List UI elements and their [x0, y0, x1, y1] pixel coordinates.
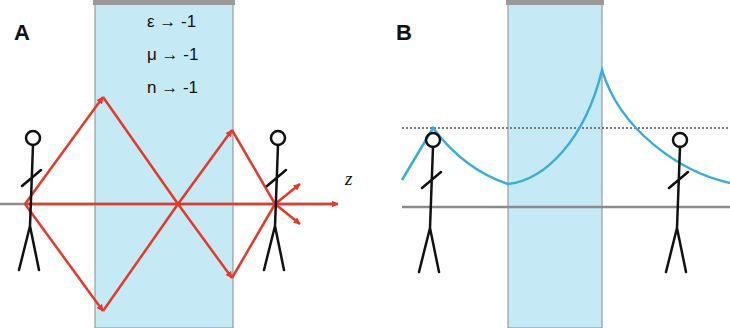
- stick-figure: [419, 133, 441, 272]
- stick-figure: [264, 131, 286, 270]
- light-rays: [25, 97, 338, 311]
- optical-axis: [0, 203, 338, 206]
- ray-segment: [232, 130, 300, 204]
- material-parameter: n → -1: [147, 78, 233, 98]
- slab-layer: [93, 0, 235, 328]
- axial-ray: [25, 203, 338, 206]
- panel-letter: B: [396, 20, 412, 46]
- stick-figures: [19, 131, 688, 272]
- slab-top-edge: [93, 0, 235, 5]
- axis-name: z: [345, 168, 352, 190]
- lens-slab-fill: [95, 0, 233, 328]
- dotted-level: [402, 127, 730, 129]
- stick-figure: [19, 131, 41, 270]
- material-parameter: μ → -1: [147, 45, 233, 65]
- panel-letter: A: [14, 20, 30, 46]
- slab-top-edge: [506, 0, 604, 5]
- ray-segment: [103, 204, 232, 311]
- ray-segment: [103, 97, 232, 204]
- lens-slab: ε → -1 μ → -1 n → -1: [95, 0, 233, 328]
- stick-figure: [666, 133, 688, 272]
- axis-line: [402, 206, 730, 209]
- ray-segment: [25, 97, 103, 204]
- wave-amplitude-curve: [402, 70, 730, 184]
- lens-slab: [508, 0, 602, 328]
- material-parameter: ε → -1: [147, 12, 233, 32]
